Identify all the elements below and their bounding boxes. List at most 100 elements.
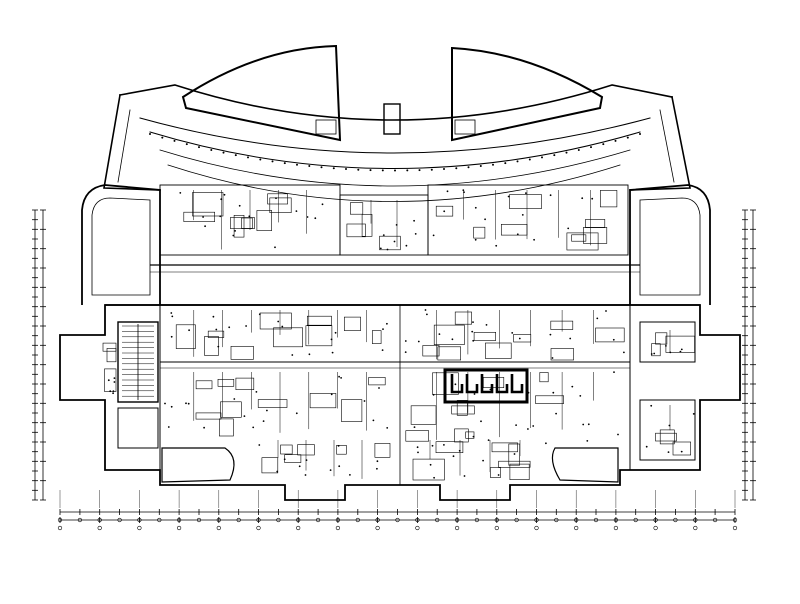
concourse-band-2 xyxy=(149,131,641,169)
grid-axis-bubble xyxy=(613,525,619,531)
concourse-column xyxy=(516,160,519,163)
fixture-dot xyxy=(243,415,246,417)
room-partition xyxy=(498,460,531,468)
concourse-column xyxy=(590,146,592,149)
concourse-column xyxy=(247,156,249,159)
fixture-dot xyxy=(171,315,174,318)
concourse-column xyxy=(283,162,286,165)
upper-wing-outer-curve xyxy=(181,44,342,142)
fixture-dot xyxy=(386,322,388,325)
room-partition xyxy=(433,324,465,346)
room-partition xyxy=(269,197,292,213)
room-partition xyxy=(230,345,254,360)
fixture-dot xyxy=(233,398,236,400)
concourse-column xyxy=(565,151,568,154)
fixture-dot xyxy=(463,475,466,477)
concourse-column xyxy=(504,162,507,165)
fixture-dot xyxy=(667,451,670,453)
fixture-dot xyxy=(511,332,514,334)
fixture-dot xyxy=(413,426,416,428)
fixture-dot xyxy=(417,451,419,454)
fixture-dot xyxy=(463,191,465,194)
concourse-column xyxy=(430,168,433,171)
room-partition xyxy=(410,405,437,425)
right-service-block xyxy=(639,321,696,363)
grid-axis-bubble xyxy=(455,525,460,531)
room-partition xyxy=(241,217,253,229)
concourse-band-outer xyxy=(119,84,673,121)
concourse-column xyxy=(614,139,617,142)
concourse-column xyxy=(418,169,421,172)
left-wing-room xyxy=(315,119,337,135)
room-partition xyxy=(651,343,661,357)
grid-axis-bubble xyxy=(216,525,221,531)
left-lower-bank xyxy=(117,407,159,449)
lower-left-pod xyxy=(161,447,235,483)
fixture-dot xyxy=(283,458,286,461)
fixture-dot xyxy=(596,317,599,320)
fixture-dot xyxy=(107,379,110,382)
fixture-dot xyxy=(454,383,457,386)
concourse-band-4 xyxy=(167,164,621,202)
concourse-column xyxy=(296,163,298,166)
interior-detail-layer xyxy=(102,133,695,481)
fixture-dot xyxy=(581,197,584,200)
room-partition xyxy=(659,429,675,445)
fixture-dot xyxy=(458,449,461,452)
concourse-column xyxy=(320,166,323,169)
core-wall-segment xyxy=(465,374,479,394)
room-partition xyxy=(435,441,464,454)
room-partition xyxy=(217,378,235,387)
fixture-dot xyxy=(329,469,332,471)
fixture-dot xyxy=(262,420,265,422)
fixture-dot xyxy=(569,337,572,340)
fixture-dot xyxy=(223,193,226,196)
concourse-column xyxy=(467,166,470,169)
concourse-column xyxy=(173,139,176,142)
room-partition xyxy=(267,193,288,205)
room-partition xyxy=(256,210,272,231)
left-wing-edge xyxy=(103,94,161,191)
fixture-dot xyxy=(170,405,173,408)
fixture-dot xyxy=(252,426,255,429)
fixture-dot xyxy=(298,465,301,468)
room-partition xyxy=(435,205,454,217)
fixture-dot xyxy=(295,210,298,213)
concourse-column xyxy=(210,149,213,151)
grid-axis-bubble xyxy=(256,525,261,531)
grid-axis-bubble xyxy=(494,525,499,531)
room-partition xyxy=(509,194,542,209)
fixture-dot xyxy=(480,420,482,423)
fixture-dot xyxy=(338,465,341,468)
fixture-dot xyxy=(306,216,309,218)
room-partition xyxy=(473,331,497,341)
fixture-dot xyxy=(551,357,554,359)
fixture-dot xyxy=(381,349,384,351)
fixture-dot xyxy=(404,340,407,342)
room-partition xyxy=(465,431,475,439)
fixture-dot xyxy=(188,329,191,332)
room-partition xyxy=(456,400,468,416)
fixture-dot xyxy=(521,214,524,216)
fixture-dot xyxy=(579,395,582,397)
room-partition xyxy=(204,335,219,356)
fixture-dot xyxy=(330,338,333,341)
room-partition xyxy=(491,442,518,453)
fixture-dot xyxy=(495,244,498,247)
fixture-dot xyxy=(433,476,435,479)
fixture-dot xyxy=(668,424,671,427)
fixture-dot xyxy=(443,210,446,213)
fixture-dot xyxy=(164,402,166,405)
fixture-dot xyxy=(372,419,375,422)
fixture-dot xyxy=(248,215,251,218)
fixture-dot xyxy=(591,197,594,200)
grid-axis-bubble xyxy=(177,525,182,531)
fixture-dot xyxy=(340,377,342,379)
fixture-dot xyxy=(413,219,415,222)
room-partition xyxy=(336,444,347,455)
room-partition xyxy=(485,342,512,359)
fixture-dot xyxy=(405,244,408,247)
left-pod-inner xyxy=(91,197,151,296)
concourse-column xyxy=(185,143,188,146)
